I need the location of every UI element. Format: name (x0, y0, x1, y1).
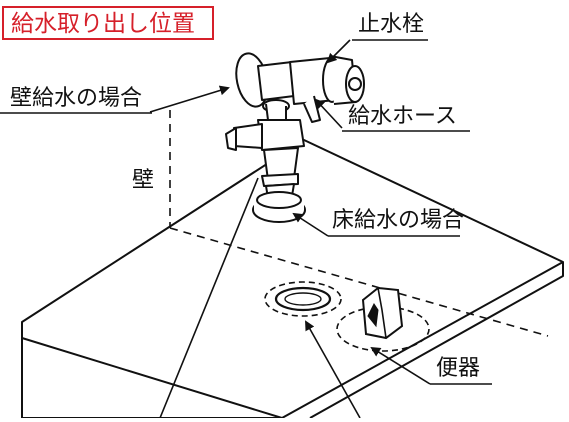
label-floor-supply: 床給水の場合 (332, 208, 465, 233)
title-box: 給水取り出し位置 (2, 6, 214, 40)
leader-supply-hose (314, 98, 343, 129)
toilet-outline (336, 286, 430, 352)
label-wall-supply: 壁給水の場合 (10, 86, 143, 111)
label-supply-hose: 給水ホース (348, 104, 457, 129)
leader-stop-valve (326, 39, 351, 64)
label-wall: 壁 (132, 168, 155, 193)
leader-wall-supply (149, 85, 230, 113)
wall-boundary (169, 110, 549, 337)
leader-long-1 (159, 177, 259, 419)
floor-slab (21, 139, 564, 419)
label-stop-valve: 止水栓 (358, 12, 425, 37)
leader-lines (149, 39, 431, 419)
label-toilet: 便器 (436, 356, 481, 381)
label-underlines (0, 39, 492, 385)
leader-long-2 (305, 320, 361, 419)
leader-toilet (370, 346, 431, 385)
stop-valve-floor (225, 99, 306, 223)
floor-supply-opening (264, 281, 342, 317)
leader-floor-supply (292, 212, 329, 237)
stop-valve-wall (235, 52, 365, 123)
page-title: 給水取り出し位置 (11, 11, 195, 37)
